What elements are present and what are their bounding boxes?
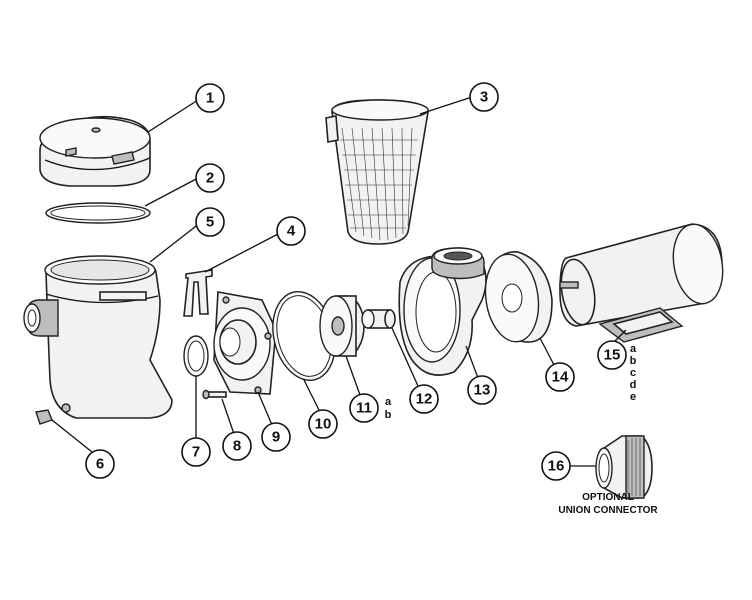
svg-text:15: 15 [604, 347, 621, 364]
svg-text:13: 13 [474, 382, 491, 399]
svg-text:a: a [630, 343, 637, 355]
svg-text:7: 7 [192, 444, 200, 461]
part-pump-volute [398, 247, 487, 376]
svg-text:8: 8 [233, 438, 241, 455]
callout-12: 12 [409, 384, 439, 414]
callout-6: 6 [85, 449, 115, 479]
svg-text:12: 12 [416, 391, 433, 408]
callout-5: 5 [195, 207, 225, 237]
svg-text:14: 14 [552, 369, 569, 386]
svg-text:11: 11 [356, 400, 372, 417]
callout-16: 16 [541, 451, 571, 481]
callout-4: 4 [276, 216, 306, 246]
svg-text:3: 3 [480, 89, 488, 106]
svg-text:16: 16 [548, 458, 565, 475]
svg-text:10: 10 [315, 416, 332, 433]
part-motor-adapter [484, 251, 553, 343]
part-strainer-basket [325, 99, 429, 245]
svg-text:1: 1 [206, 90, 214, 107]
note-line-1: OPTIONAL [582, 492, 634, 503]
callout-2: 2 [195, 163, 225, 193]
part-strainer-cover [39, 115, 151, 187]
part-impeller [319, 295, 365, 357]
callout-11: 11 a b [349, 393, 392, 423]
part-shaft-seal [361, 309, 396, 329]
part-retaining-clip [183, 269, 213, 317]
callout-3: 3 [469, 82, 499, 112]
callout-1: 1 [195, 83, 225, 113]
note-line-2: UNION CONNECTOR [558, 505, 658, 516]
svg-text:a: a [385, 396, 392, 408]
svg-text:2: 2 [206, 170, 214, 187]
callout-14: 14 [545, 362, 575, 392]
callout-8: 8 [222, 431, 252, 461]
callout-10: 10 [308, 409, 338, 439]
optional-union-note: OPTIONAL UNION CONNECTOR [558, 492, 658, 516]
part-seal-plate [213, 291, 277, 395]
part-strainer-housing [23, 255, 173, 419]
svg-text:b: b [630, 355, 637, 367]
callout-13: 13 [467, 375, 497, 405]
part-screw [202, 389, 227, 400]
svg-text:6: 6 [96, 456, 104, 473]
part-motor [559, 223, 724, 343]
svg-text:5: 5 [206, 214, 214, 231]
svg-text:4: 4 [287, 223, 296, 240]
callout-9: 9 [261, 422, 291, 452]
svg-text:e: e [630, 391, 636, 403]
callout-15: 15 a b c d e [597, 340, 637, 403]
part-union-connector [595, 435, 653, 499]
leader-lines [51, 96, 627, 467]
svg-text:9: 9 [272, 429, 280, 446]
svg-text:b: b [385, 409, 392, 421]
part-drain-plug [35, 409, 53, 425]
callout-7: 7 [181, 437, 211, 467]
svg-text:c: c [630, 367, 636, 379]
svg-text:d: d [630, 379, 637, 391]
